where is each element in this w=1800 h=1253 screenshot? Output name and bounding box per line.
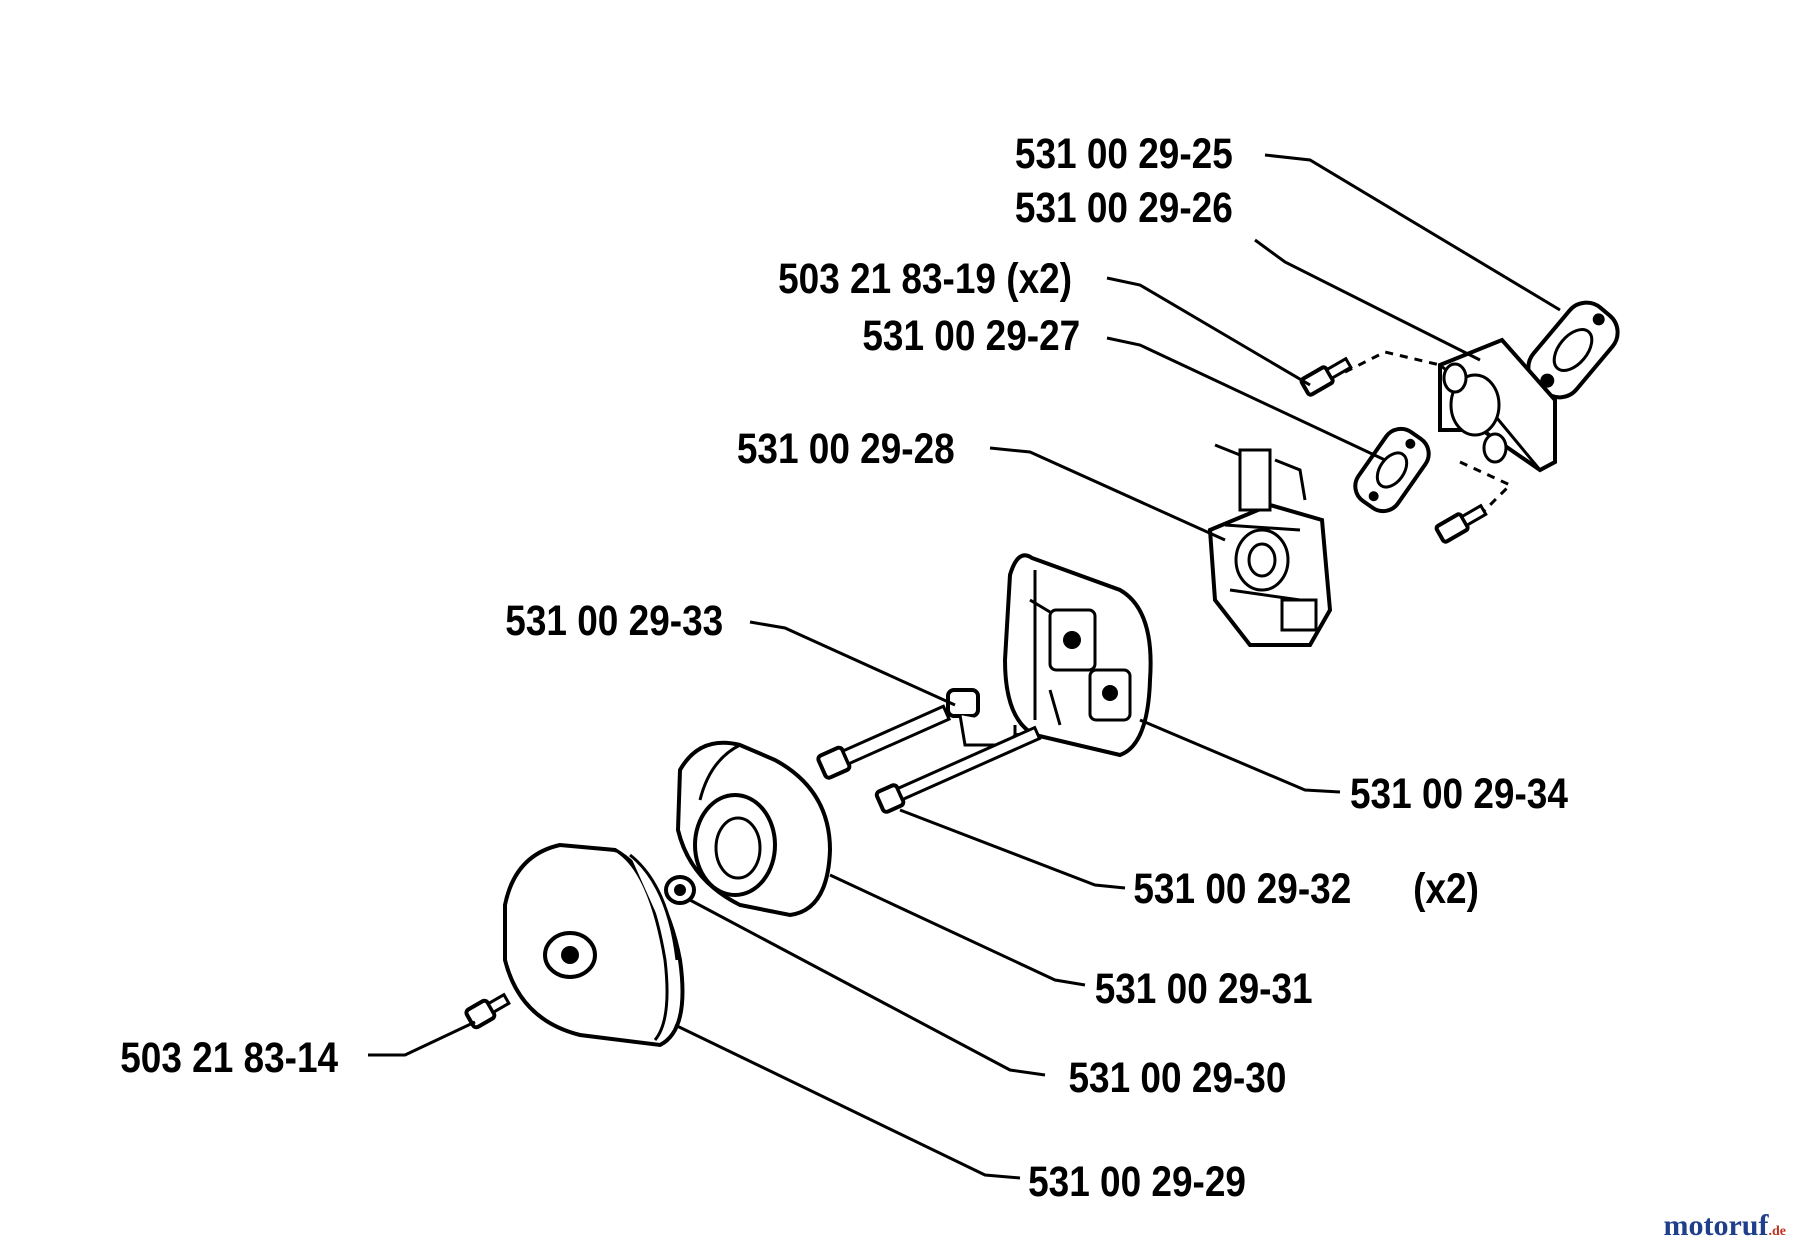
watermark-tld: .de xyxy=(1768,1224,1787,1239)
part-label-531-00-29-33: 531 00 29-33 xyxy=(505,597,723,644)
part-label-531-00-29-29: 531 00 29-29 xyxy=(1028,1158,1246,1205)
leader-line-25 xyxy=(1264,153,1561,312)
screw-19-lower-part xyxy=(1434,503,1488,544)
leader-line-33 xyxy=(749,620,956,707)
screw-19-upper-part xyxy=(1299,356,1353,397)
watermark-text: motoruf xyxy=(1663,1209,1769,1242)
part-label-531-00-29-27: 531 00 29-27 xyxy=(862,312,1080,359)
leader-line-29 xyxy=(674,1023,1021,1180)
leader-line-30 xyxy=(689,898,1046,1077)
leader-line-19 xyxy=(1106,276,1311,387)
bolt-32-lower-part xyxy=(874,725,1042,814)
nut-30-part xyxy=(664,875,696,905)
part-label-531-00-29-32-quantity: (x2) xyxy=(1413,865,1479,912)
motoruf-watermark-logo: motoruf.de xyxy=(1664,1209,1786,1243)
leader-line-14 xyxy=(368,1020,476,1057)
air-filter-cover-29-part xyxy=(503,842,685,1048)
leader-line-26 xyxy=(1254,238,1481,362)
part-label-531-00-29-26: 531 00 29-26 xyxy=(1015,184,1233,231)
gasket-27-part xyxy=(1353,426,1431,514)
screw-alignment-dashes-top xyxy=(1344,350,1441,374)
part-label-531-00-29-28: 531 00 29-28 xyxy=(737,425,955,472)
part-label-503-21-83-14: 503 21 83-14 xyxy=(120,1034,339,1081)
part-label-531-00-29-30: 531 00 29-30 xyxy=(1068,1054,1286,1101)
part-label-531-00-29-31: 531 00 29-31 xyxy=(1095,965,1313,1012)
leader-line-28 xyxy=(989,446,1226,542)
air-filter-base-34-part xyxy=(1002,553,1153,758)
leader-line-32 xyxy=(899,808,1126,890)
filter-element-31-part xyxy=(675,740,833,918)
leader-line-27 xyxy=(1106,336,1386,462)
screw-alignment-dashes-bottom xyxy=(1459,460,1513,522)
leader-line-31 xyxy=(829,873,1086,987)
intake-adapter-26-part xyxy=(1438,337,1557,473)
part-label-531-00-29-32: 531 00 29-32 xyxy=(1133,865,1351,912)
carburetor-28-part xyxy=(1207,443,1333,647)
part-label-531-00-29-34: 531 00 29-34 xyxy=(1350,770,1569,817)
bolt-32-upper-part xyxy=(816,704,952,780)
part-label-531-00-29-25: 531 00 29-25 xyxy=(1015,130,1233,177)
part-label-503-21-83-19: 503 21 83-19 (x2) xyxy=(778,255,1072,302)
leader-line-34 xyxy=(1139,718,1341,794)
screw-14-part xyxy=(464,992,511,1030)
